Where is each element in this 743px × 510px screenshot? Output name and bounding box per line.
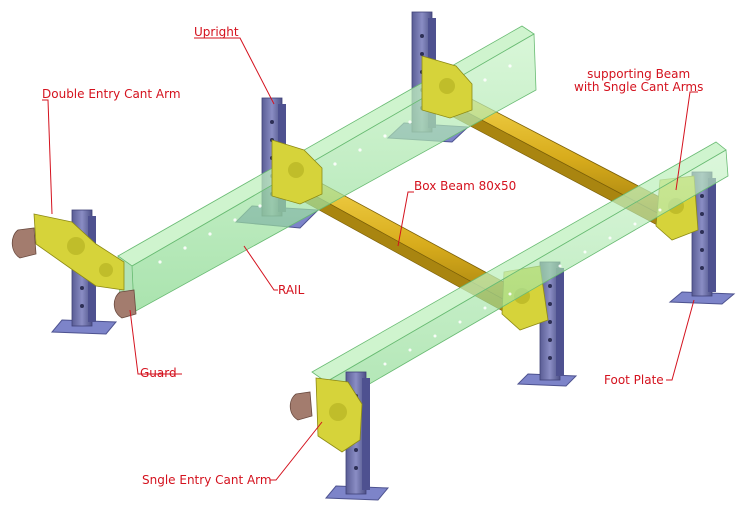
guard-front-single [289,391,313,421]
leader-supporting-beam [675,91,698,191]
label-box-beam: Box Beam 80x50 [414,179,517,193]
leader-lines [42,37,698,481]
leader-box-beam [397,191,414,247]
label-foot-plate: Foot Plate [604,373,664,387]
label-guard: Guard [140,366,177,380]
leader-single-entry [270,421,323,481]
guard-left-back [11,227,37,259]
leader-foot-plate [666,299,695,381]
guard-left-front [113,289,137,319]
cant-arm-rear-right [421,55,473,119]
label-supporting-beam: supporting Beam with Sngle Cant Arms [574,68,703,94]
upright-right [668,171,736,305]
rail-front [311,141,729,409]
cant-arm-rear-left [271,139,323,205]
leader-rail [243,245,278,291]
leader-guard [129,309,182,375]
upright-middle-front [516,261,578,387]
leader-double-entry [42,99,53,215]
label-single-entry-cant-arm: Sngle Entry Cant Arm [142,473,272,487]
label-supporting-beam-line1: supporting Beam [587,67,691,81]
leader-upright [194,37,275,105]
cant-arm-double-entry [33,213,125,291]
label-upright: Upright [194,25,239,39]
label-rail: RAIL [278,283,305,297]
label-double-entry-cant-arm: Double Entry Cant Arm [42,87,181,101]
label-supporting-beam-line2: with Sngle Cant Arms [574,80,704,94]
cant-arm-single-entry [315,377,363,453]
